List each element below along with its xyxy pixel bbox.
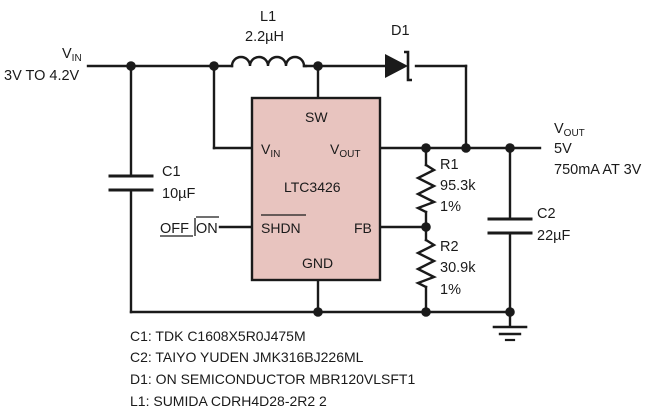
shutdown-off: OFF: [160, 221, 189, 237]
ground-symbol: [492, 325, 528, 342]
output-current: 750mA AT 3V: [554, 162, 642, 178]
ic-pin-fb: FB: [354, 220, 372, 236]
output-voltage: 5V: [554, 141, 572, 157]
inductor-coil: [230, 55, 306, 68]
wires: [86, 64, 542, 328]
junction-gnd-ic: [313, 307, 323, 317]
shutdown-on: ON: [196, 221, 218, 237]
bill-of-materials: C1: TDK C1608X5R0J475M C2: TAIYO YUDEN J…: [130, 328, 415, 409]
input-label: VIN 3V TO 4.2V: [4, 46, 82, 84]
junction-out-r1: [421, 143, 431, 153]
junction-input-vin: [209, 61, 219, 71]
c1-value: 10µF: [162, 186, 195, 202]
ic-pin-gnd: GND: [302, 255, 333, 271]
bom-line-c1: C1: TDK C1608X5R0J475M: [130, 328, 306, 344]
ic-body: [250, 96, 382, 282]
output-label: VOUT 5V 750mA AT 3V: [554, 121, 642, 178]
inductor-l1: L1 2.2µH: [230, 9, 308, 68]
ic-pin-shdn: SHDN: [261, 220, 301, 236]
r2-zigzag: [415, 238, 437, 289]
junctions: [126, 61, 515, 317]
ic-pin-vout: VOUT: [330, 141, 360, 160]
capacitor-c1: C1 10µF: [108, 164, 195, 202]
input-range: 3V TO 4.2V: [4, 68, 80, 84]
resistor-r1: R1 95.3k 1%: [415, 157, 476, 215]
c2-value: 22µF: [537, 228, 570, 244]
r1-value: 95.3k: [440, 178, 476, 194]
junction-input-c1: [126, 61, 136, 71]
inductor-ref: L1: [260, 9, 276, 25]
ic-part-number: LTC3426: [284, 179, 341, 195]
r1-ref: R1: [440, 157, 459, 173]
r2-value: 30.9k: [440, 260, 476, 276]
output-vout-label: VOUT: [554, 121, 585, 139]
resistor-r2: R2 30.9k 1%: [415, 238, 476, 298]
r1-zigzag: [415, 163, 437, 214]
r1-tolerance: 1%: [440, 199, 461, 215]
bom-line-c2: C2: TAIYO YUDEN JMK316BJ226ML: [130, 349, 364, 365]
r2-tolerance: 1%: [440, 282, 461, 298]
c1-ref: C1: [162, 164, 181, 180]
ic-ltc3426: SW VIN VOUT LTC3426 SHDN FB GND: [250, 96, 382, 282]
ic-pin-sw: SW: [305, 109, 328, 125]
ic-pin-vin: VIN: [261, 141, 280, 160]
junction-out-c2: [505, 143, 515, 153]
diode-triangle: [385, 54, 408, 78]
shutdown-label: OFF ON: [160, 216, 219, 237]
junction-sw: [313, 61, 323, 71]
junction-out-diode: [461, 143, 471, 153]
inductor-value: 2.2µH: [245, 29, 284, 45]
r2-ref: R2: [440, 239, 459, 255]
diode-cathode-schottky: [404, 50, 412, 82]
input-vin-label: VIN: [62, 46, 82, 64]
junction-fb: [421, 222, 431, 232]
diode-d1: D1: [385, 23, 412, 82]
diode-ref: D1: [391, 23, 410, 39]
c2-ref: C2: [537, 206, 556, 222]
capacitor-c2: C2 22µF: [487, 206, 570, 244]
junction-gnd-c2: [505, 307, 515, 317]
junction-gnd-r2: [421, 307, 431, 317]
bom-line-l1: L1: SUMIDA CDRH4D28-2R2 2: [130, 393, 327, 409]
bom-line-d1: D1: ON SEMICONDUCTOR MBR120VLSFT1: [130, 371, 415, 387]
